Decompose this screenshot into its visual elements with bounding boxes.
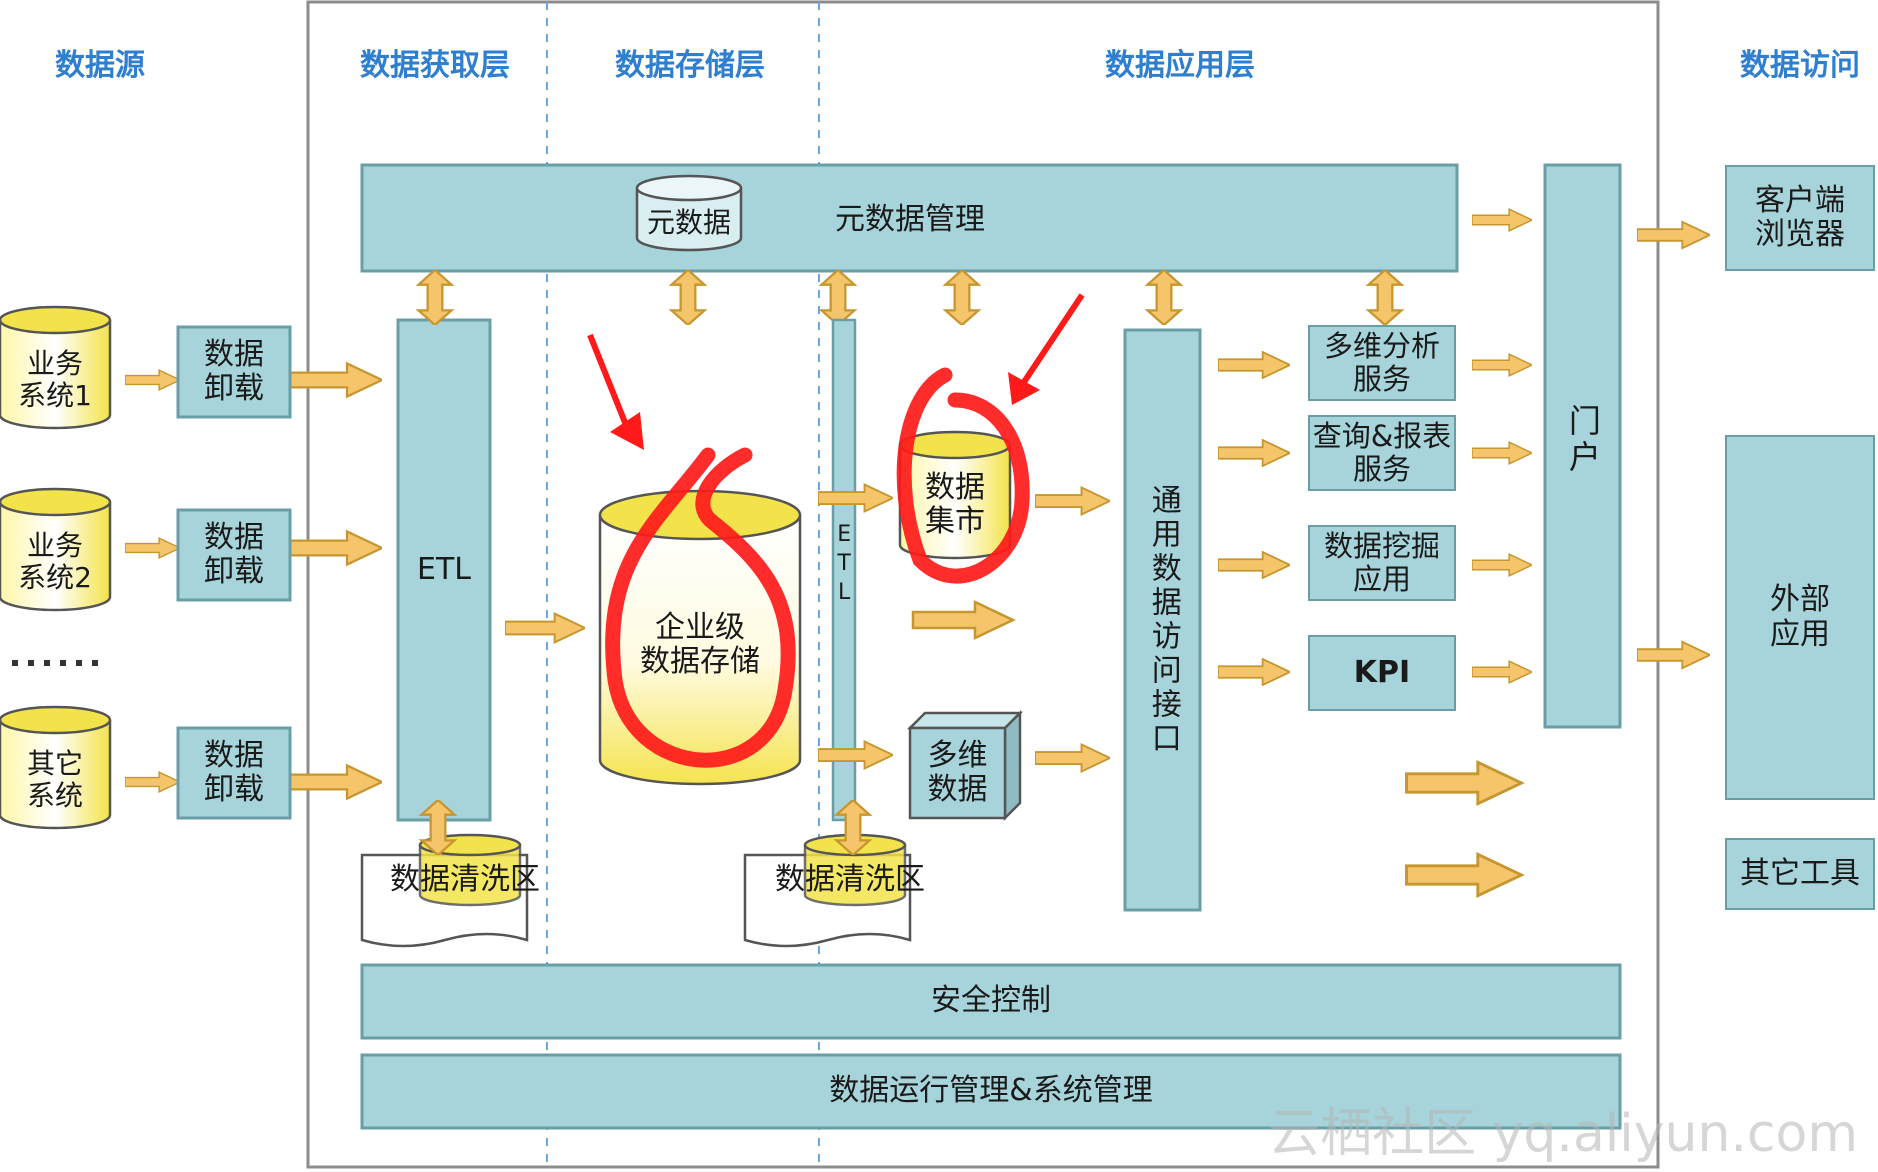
source-db-2 bbox=[0, 487, 112, 612]
security-bar bbox=[360, 963, 1622, 1040]
metadata-db-icon bbox=[635, 174, 743, 252]
metadata-management-label: 元数据管理 bbox=[835, 201, 985, 237]
source-db-1 bbox=[0, 305, 112, 430]
unload-box-2: 数据 卸载 bbox=[204, 519, 264, 589]
portal-label: 门户 bbox=[1563, 404, 1602, 476]
cleaning-zone-right-shape bbox=[743, 833, 912, 948]
source-db-3 bbox=[0, 705, 112, 830]
annotation-arrow-left bbox=[587, 333, 644, 450]
data-mart-label: 数据 集市 bbox=[925, 469, 985, 539]
access-client-browser: 客户端 浏览器 bbox=[1725, 165, 1875, 271]
portal-column bbox=[1543, 163, 1622, 729]
metadata-db-label: 元数据 bbox=[646, 205, 731, 239]
layer-storage-header: 数据存储层 bbox=[615, 48, 765, 83]
annotation-loop-mart bbox=[896, 367, 1030, 584]
etl-label: ETL bbox=[417, 551, 471, 587]
unload-box-1: 数据 卸载 bbox=[204, 336, 264, 406]
layer-access-header: 数据访问 bbox=[1740, 48, 1860, 83]
cleaning-zone-right-label: 数据清洗区 bbox=[775, 861, 925, 897]
service-kpi: KPI bbox=[1308, 635, 1456, 711]
system-frame bbox=[306, 0, 1660, 1169]
access-other-tools: 其它工具 bbox=[1725, 838, 1875, 910]
layer-application-header: 数据应用层 bbox=[1105, 48, 1255, 83]
security-label: 安全控制 bbox=[931, 983, 1051, 1019]
common-interface-label: 通用数据访问接口 bbox=[1145, 484, 1181, 756]
etl-column bbox=[396, 318, 492, 822]
common-interface-column bbox=[1123, 328, 1202, 912]
layer-source-header: 数据源 bbox=[55, 48, 145, 83]
watermark: 云栖社区 yq.aliyun.com bbox=[1268, 1104, 1858, 1164]
source-system-1: 业务 系统1 bbox=[18, 346, 92, 412]
layer-acquire-header: 数据获取层 bbox=[360, 48, 510, 83]
source-system-3: 其它 系统 bbox=[26, 746, 83, 812]
access-external-app: 外部 应用 bbox=[1725, 435, 1875, 800]
etl-second-label: ETL bbox=[831, 521, 857, 609]
cleaning-zone-left-label: 数据清洗区 bbox=[390, 861, 540, 897]
annotation-arrow-right bbox=[1008, 293, 1085, 405]
service-data-mining: 数据挖掘 应用 bbox=[1308, 525, 1456, 601]
annotation-loop-storage bbox=[605, 447, 796, 768]
cleaning-zone-left-shape bbox=[360, 833, 529, 948]
multidim-cube bbox=[906, 709, 1024, 822]
metadata-management-bar bbox=[360, 163, 1459, 273]
service-query-report: 查询&报表 服务 bbox=[1308, 415, 1456, 491]
data-mart-cylinder bbox=[898, 430, 1012, 560]
multidim-data-label: 多维 数据 bbox=[927, 737, 988, 807]
service-olap: 多维分析 服务 bbox=[1308, 325, 1456, 401]
etl-thin-column bbox=[831, 318, 857, 822]
source-ellipsis: …… bbox=[0, 640, 110, 670]
operations-label: 数据运行管理&系统管理 bbox=[829, 1073, 1153, 1109]
unload-box-3: 数据 卸载 bbox=[204, 737, 264, 807]
enterprise-storage-label: 企业级 数据存储 bbox=[640, 609, 760, 679]
source-ellipsis-dots bbox=[12, 660, 98, 666]
operations-bar bbox=[360, 1053, 1622, 1130]
source-system-2: 业务 系统2 bbox=[18, 528, 92, 594]
